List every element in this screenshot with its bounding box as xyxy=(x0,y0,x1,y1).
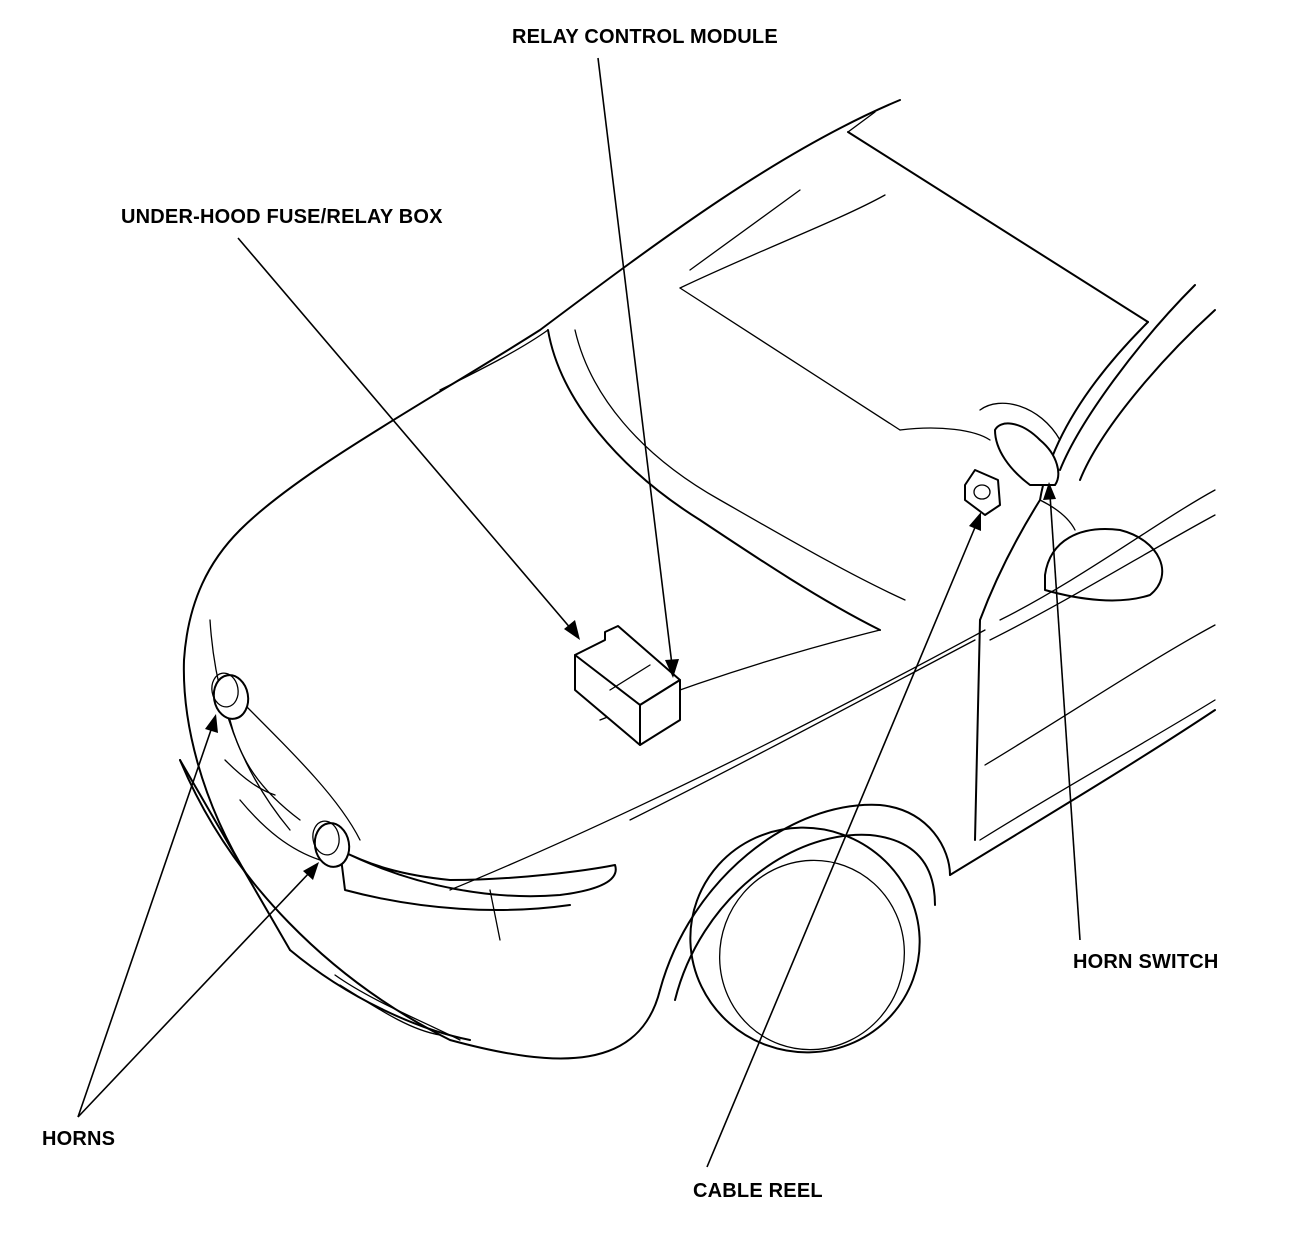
leader-relay-control-module xyxy=(597,57,679,678)
leader-fuse-relay-box xyxy=(237,237,580,640)
leader-cable-reel xyxy=(706,512,981,1168)
leader-horn-switch xyxy=(1043,482,1081,941)
cable-reel xyxy=(964,469,1001,516)
relay-control-module-label: RELAY CONTROL MODULE xyxy=(512,26,778,48)
horn-upper xyxy=(211,672,250,720)
horns-label: HORNS xyxy=(42,1128,116,1150)
under-hood-fuse-relay-box-label: UNDER-HOOD FUSE/RELAY BOX xyxy=(121,206,443,228)
car-body xyxy=(179,99,1216,1060)
cable-reel-label: CABLE REEL xyxy=(693,1180,823,1202)
horn-lower xyxy=(312,820,351,868)
horn-switch-pad xyxy=(979,402,1061,486)
leader-horns xyxy=(77,714,319,1118)
fuse-relay-box xyxy=(574,625,681,746)
horn-switch-label: HORN SWITCH xyxy=(1073,951,1219,973)
